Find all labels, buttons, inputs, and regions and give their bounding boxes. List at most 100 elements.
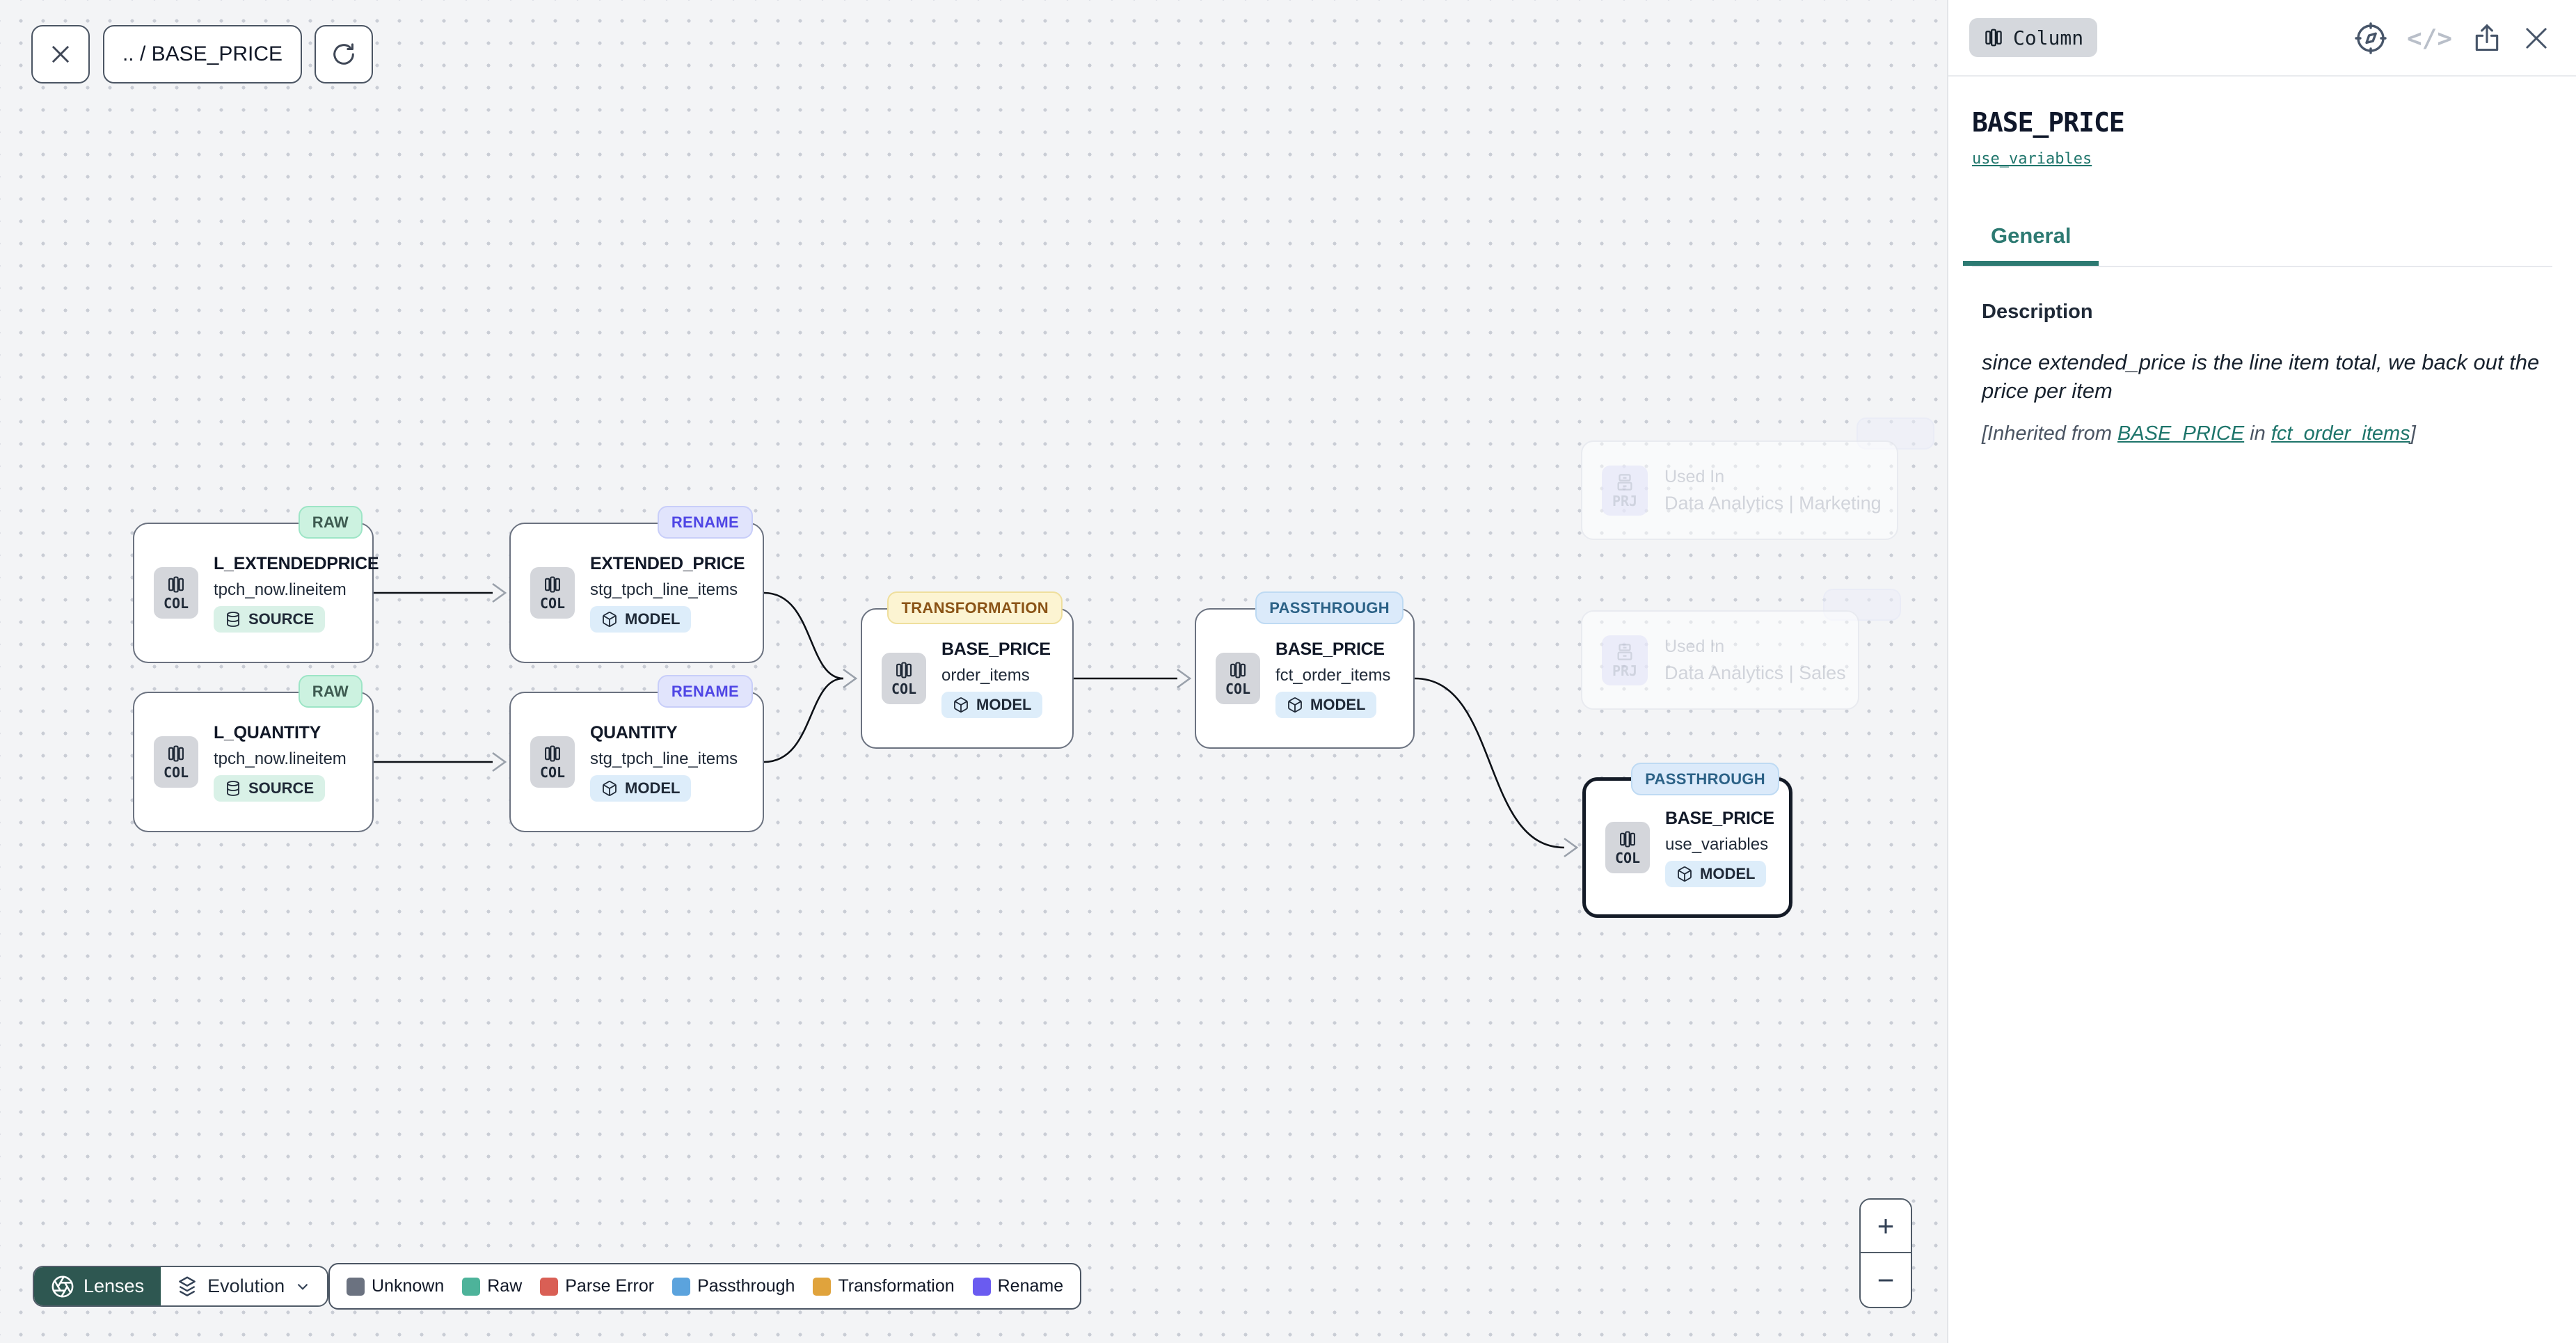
zoom-in-button[interactable]: + [1861,1200,1911,1253]
refresh-button[interactable] [315,25,373,84]
node-kind-chip: MODEL [1275,691,1377,718]
lineage-node-base-price-fct-order-items[interactable]: PASSTHROUGH COL BASE_PRICE fct_order_ite… [1195,591,1415,749]
cube-icon [1288,697,1302,713]
lineage-node-base-price-order-items[interactable]: TRANSFORMATION COL BASE_PRICE order_item… [861,591,1074,749]
inherited-note: [Inherited from BASE_PRICE in fct_order_… [1982,422,2416,445]
close-lineage-button[interactable] [31,25,90,84]
project-icon [1617,643,1632,660]
lineage-node-l-quantity[interactable]: RAW COL L_QUANTITY tpch_now.lineitem SOU… [133,675,374,832]
aperture-icon [51,1276,74,1297]
columns-icon [545,745,560,762]
status-badge: RENAME [657,506,753,539]
legend-item-raw: Raw [462,1276,522,1296]
inherited-model-link[interactable]: fct_order_items [2271,422,2410,445]
legend-swatch [972,1277,991,1296]
status-badge: RAW [298,675,363,708]
tab-general[interactable]: General [1963,223,2099,266]
status-badge: PASSTHROUGH [1631,763,1779,795]
columns-icon [545,575,560,593]
model-link[interactable]: use_variables [1972,150,2092,168]
node-kind-chip: MODEL [941,691,1043,718]
column-type-label: COL [539,763,566,781]
legend-item-rename: Rename [972,1276,1063,1296]
node-model: order_items [941,665,1030,685]
column-type-box: COL [1216,653,1260,704]
status-badge: RENAME [657,675,753,708]
cube-icon [1678,866,1692,882]
database-icon [227,780,239,796]
node-title: EXTENDED_PRICE [590,553,745,573]
status-badge: PASSTHROUGH [1255,591,1404,624]
lineage-node-quantity[interactable]: RENAME COL QUANTITY stg_tpch_line_items … [509,675,764,832]
lenses-label: Lenses [84,1276,145,1296]
lenses-button[interactable]: Lenses [34,1267,161,1305]
cube-icon [954,697,968,713]
details-panel: Column </> BASE_PRICE use_variables [1947,0,2576,1343]
columns-icon [1230,661,1246,678]
node-model: fct_order_items [1275,665,1391,685]
code-icon: </> [2406,24,2452,53]
legend-item-parse-error: Parse Error [540,1276,654,1296]
node-kind-chip: MODEL [590,605,692,633]
zoom-out-button[interactable]: − [1861,1253,1911,1307]
lenses-control: Lenses Evolution [33,1266,329,1307]
panel-tabs: General [1963,223,2552,267]
share-button[interactable] [2472,23,2502,54]
column-type-box: COL [530,567,575,619]
cube-icon [603,780,617,796]
node-title: L_QUANTITY [214,722,321,742]
zoom-controls: + − [1859,1198,1912,1308]
close-icon [51,45,70,63]
legend-item-transformation: Transformation [813,1276,955,1296]
project-type-box: PRJ [1602,635,1648,685]
breadcrumb[interactable]: .. / BASE_PRICE [103,25,302,84]
used-in-node-marketing[interactable]: PRJ Used In Data Analytics | Marketing [1581,440,1898,540]
columns-icon [1985,29,2002,47]
column-type-label: COL [539,594,566,612]
node-model: stg_tpch_line_items [590,749,738,768]
entity-type-label: Column [2013,26,2084,49]
close-icon [2526,28,2547,49]
node-kind-chip: MODEL [1665,860,1767,887]
legend-swatch [540,1277,559,1296]
explore-button[interactable] [2354,22,2387,55]
legend-swatch [347,1277,365,1296]
node-model: tpch_now.lineitem [214,580,347,599]
legend-item-passthrough: Passthrough [672,1276,795,1296]
project-icon [1617,473,1632,491]
used-in-node-sales[interactable]: PRJ Used In Data Analytics | Sales [1581,610,1859,710]
close-panel-button[interactable] [2522,24,2551,53]
share-icon [2475,24,2499,51]
column-type-box: COL [882,653,926,704]
panel-title: BASE_PRICE [1972,107,2125,138]
column-type-label: COL [1614,849,1641,866]
node-model: use_variables [1665,834,1769,854]
legend-swatch [462,1277,481,1296]
description-heading: Description [1982,301,2093,323]
column-type-box: COL [154,567,198,619]
used-in-value: Data Analytics | Sales [1664,662,1846,683]
node-title: L_EXTENDEDPRICE [214,553,379,573]
lineage-node-extended-price[interactable]: RENAME COL EXTENDED_PRICE stg_tpch_line_… [509,506,764,663]
used-in-value: Data Analytics | Marketing [1664,492,1882,514]
columns-icon [168,575,184,593]
ghost-badge [1823,589,1901,621]
status-badge: TRANSFORMATION [887,591,1063,624]
lens-mode-dropdown[interactable]: Evolution [161,1267,328,1305]
columns-icon [896,661,912,678]
status-badge: RAW [298,506,363,539]
chevron-down-icon [297,1283,308,1290]
column-type-label: COL [163,594,189,612]
lineage-node-base-price-use-variables[interactable]: PASSTHROUGH COL BASE_PRICE use_variables… [1582,763,1792,918]
used-in-label: Used In [1664,466,1725,486]
node-kind-chip: SOURCE [214,774,326,802]
inherited-column-link[interactable]: BASE_PRICE [2117,422,2245,445]
lineage-canvas[interactable]: .. / BASE_PRICE RAW COL L_EXTENDEDPRICE … [0,0,1948,1343]
refresh-icon [333,43,354,65]
column-type-label: COL [1225,680,1251,697]
description-text: since extended_price is the line item to… [1982,350,2540,403]
view-code-button[interactable]: </> [2407,24,2452,53]
lineage-node-l-extendedprice[interactable]: RAW COL L_EXTENDEDPRICE tpch_now.lineite… [133,506,379,663]
node-kind-chip: SOURCE [214,605,326,633]
legend-swatch [672,1277,691,1296]
